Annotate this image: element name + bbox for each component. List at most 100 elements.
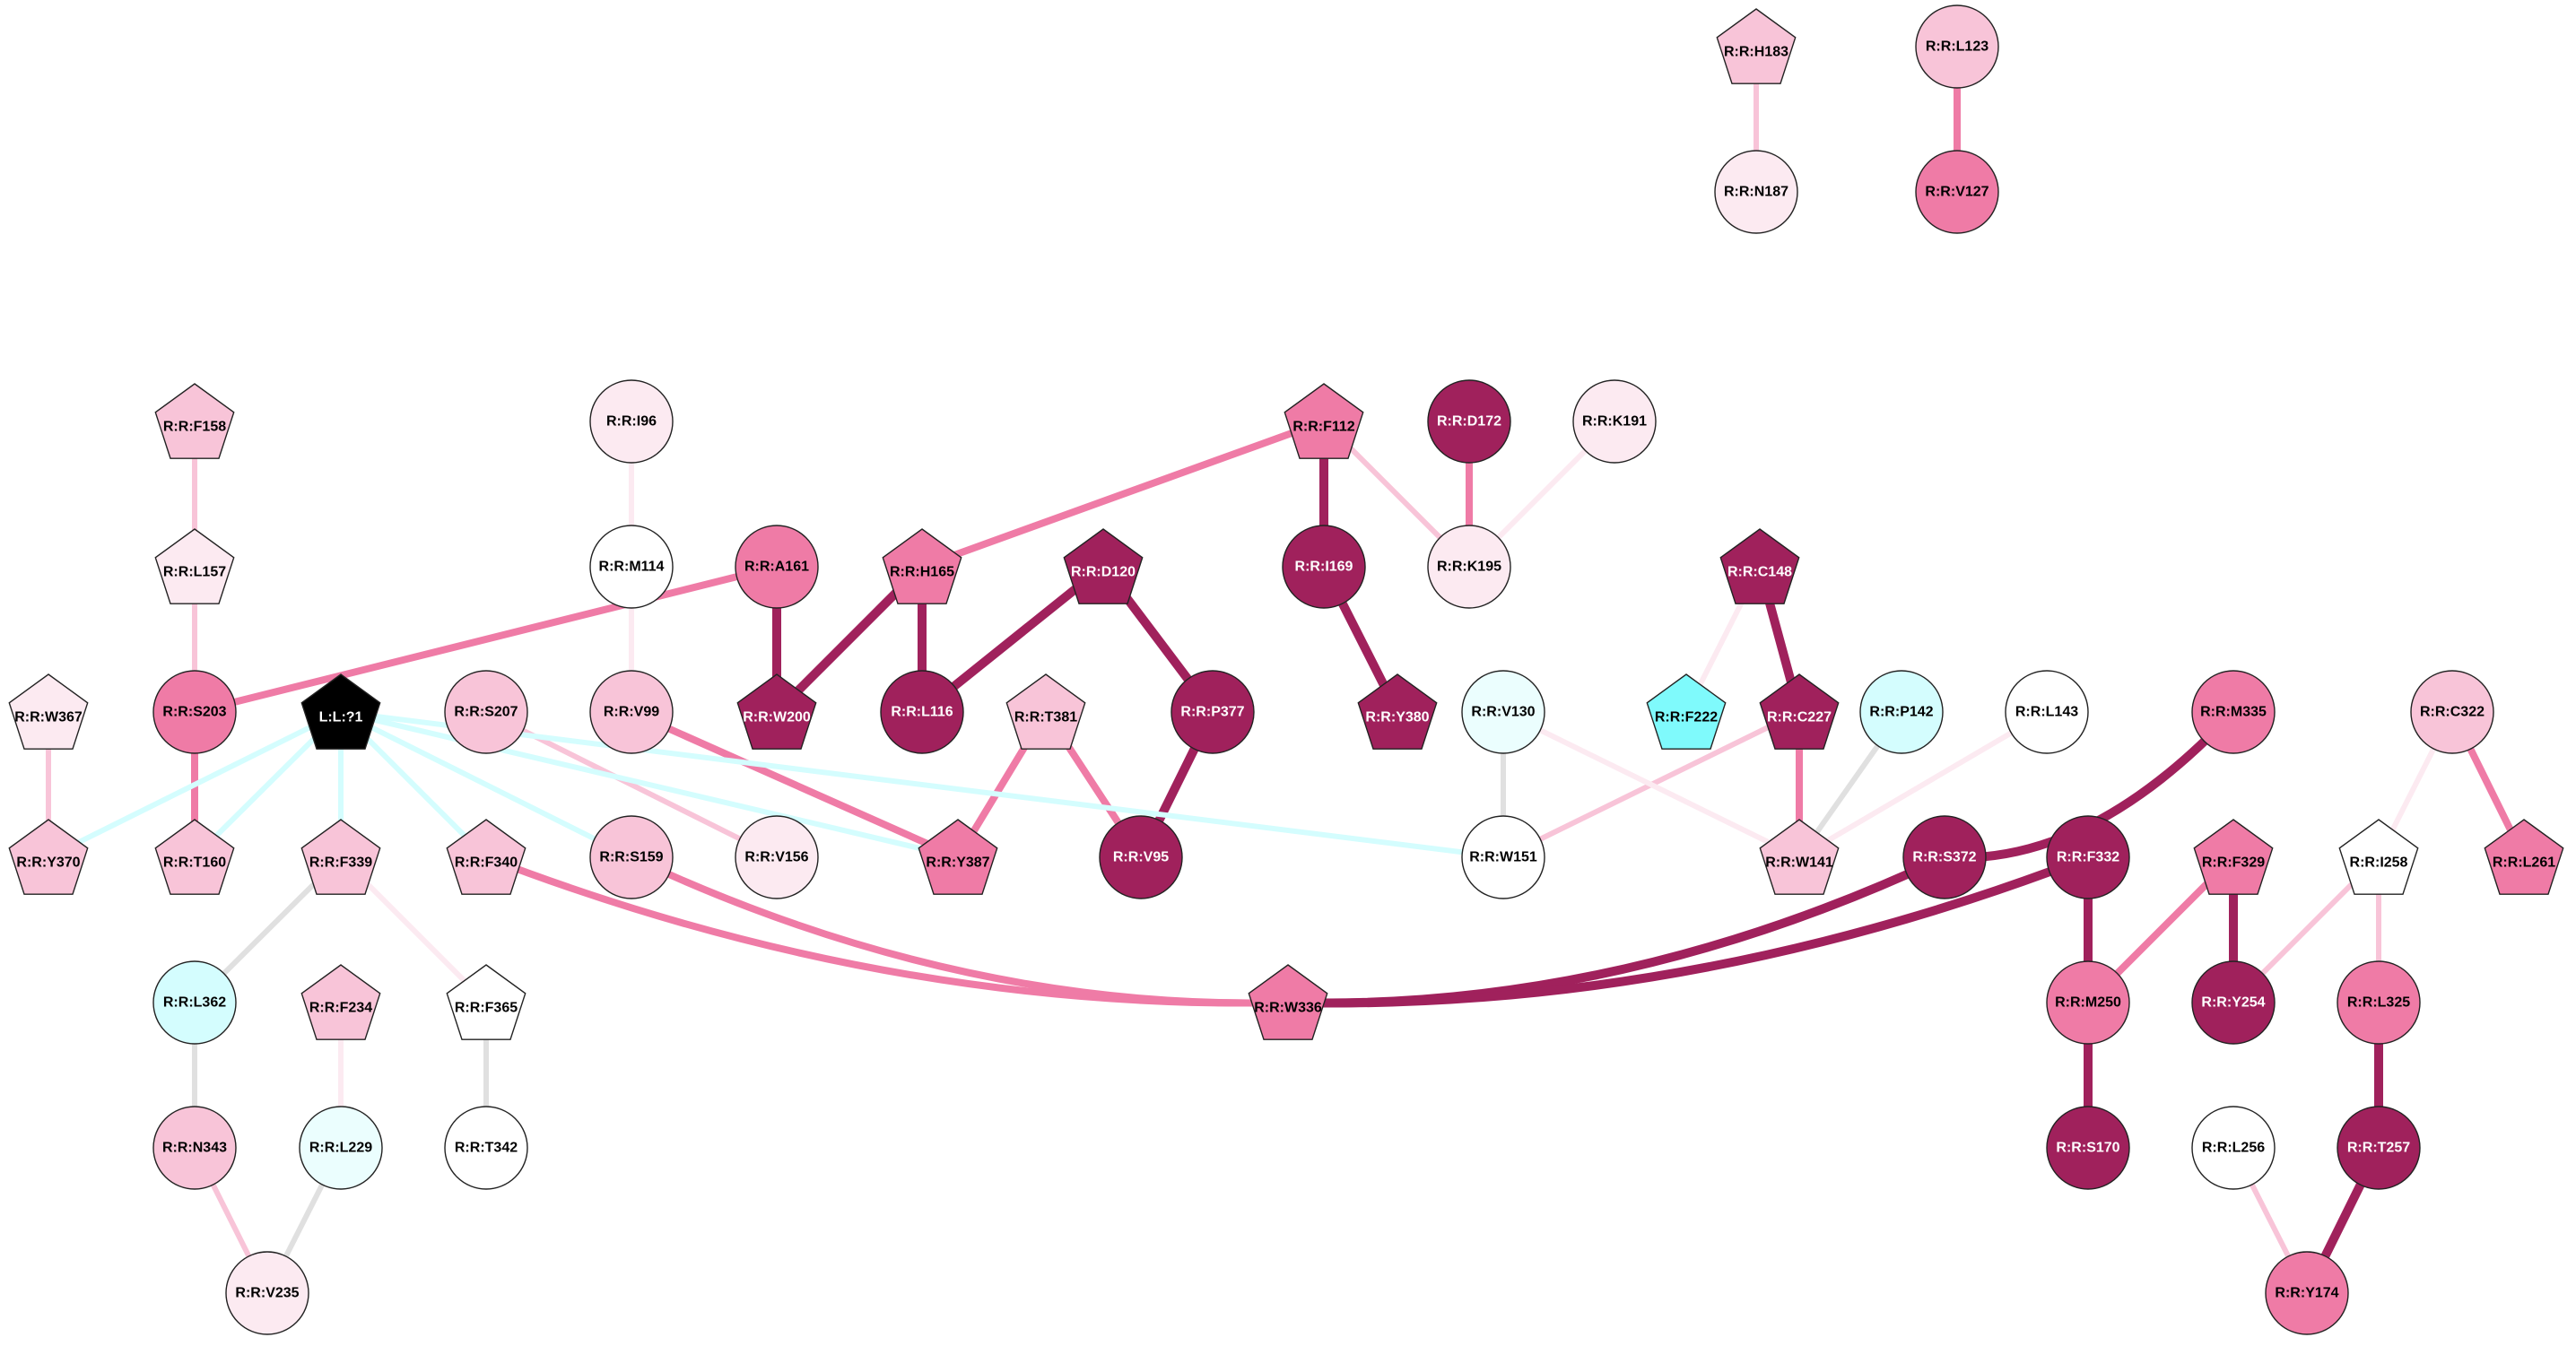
circle-node-shape (2191, 960, 2276, 1045)
circle-node-shape (2265, 1251, 2349, 1335)
node-r-r-i169[interactable]: R:R:I169 (1282, 525, 1366, 609)
circle-node-shape (2410, 670, 2494, 754)
circle-node-shape (589, 670, 674, 754)
pentagon-node-shape (918, 819, 998, 895)
node-r-r-w141[interactable]: R:R:W141 (1759, 819, 1840, 895)
node-r-r-s203[interactable]: R:R:S203 (152, 670, 237, 754)
edge-l1-y387 (338, 709, 961, 860)
circle-node-shape (1171, 670, 1255, 754)
circle-node-shape (1427, 525, 1511, 609)
node-r-r-m114[interactable]: R:R:M114 (589, 525, 674, 609)
node-r-r-l143[interactable]: R:R:L143 (2005, 670, 2089, 754)
pentagon-node-shape (1716, 8, 1797, 84)
node-r-r-i258[interactable]: R:R:I258 (2338, 819, 2419, 895)
pentagon-node-shape (446, 819, 527, 895)
node-r-r-f158[interactable]: R:R:F158 (154, 383, 235, 459)
node-r-r-y254[interactable]: R:R:Y254 (2191, 960, 2276, 1045)
node-r-r-l256[interactable]: R:R:L256 (2191, 1106, 2276, 1190)
circle-node-shape (2191, 670, 2276, 754)
pentagon-node-shape (1719, 528, 1800, 604)
node-r-r-s159[interactable]: R:R:S159 (589, 815, 674, 899)
circle-node-shape (444, 670, 528, 754)
node-r-r-l229[interactable]: R:R:L229 (299, 1106, 383, 1190)
node-r-r-v235[interactable]: R:R:V235 (225, 1251, 309, 1335)
pentagon-node-shape (2484, 819, 2564, 895)
node-r-r-p142[interactable]: R:R:P142 (1859, 670, 1944, 754)
node-r-r-v130[interactable]: R:R:V130 (1461, 670, 1545, 754)
node-r-r-i96[interactable]: R:R:I96 (589, 379, 674, 464)
circle-node-shape (225, 1251, 309, 1335)
node-r-r-t381[interactable]: R:R:T381 (1005, 673, 1086, 750)
node-r-r-s372[interactable]: R:R:S372 (1902, 815, 1987, 899)
node-r-r-d120[interactable]: R:R:D120 (1063, 528, 1144, 604)
pentagon-node-shape (882, 528, 962, 604)
node-r-r-f329[interactable]: R:R:F329 (2193, 819, 2274, 895)
node-r-r-f222[interactable]: R:R:F222 (1646, 673, 1727, 750)
node-r-r-y387[interactable]: R:R:Y387 (918, 819, 998, 895)
pentagon-node-shape (300, 819, 381, 895)
node-r-r-l116[interactable]: R:R:L116 (880, 670, 964, 754)
node-r-r-s170[interactable]: R:R:S170 (2046, 1106, 2130, 1190)
edge-l1-w151 (338, 709, 1506, 860)
node-r-r-h183[interactable]: R:R:H183 (1716, 8, 1797, 84)
node-r-r-d172[interactable]: R:R:D172 (1427, 379, 1511, 464)
circle-node-shape (1915, 4, 1999, 89)
node-r-r-v95[interactable]: R:R:V95 (1099, 815, 1183, 899)
pentagon-node-shape (1005, 673, 1086, 750)
node-r-r-l362[interactable]: R:R:L362 (152, 960, 237, 1045)
node-r-r-c148[interactable]: R:R:C148 (1719, 528, 1800, 604)
node-r-r-y380[interactable]: R:R:Y380 (1357, 673, 1438, 750)
edge-l1-s159 (338, 709, 634, 860)
circle-node-shape (1915, 150, 1999, 234)
node-r-r-n187[interactable]: R:R:N187 (1714, 150, 1798, 234)
node-r-r-c227[interactable]: R:R:C227 (1759, 673, 1840, 750)
node-r-r-s207[interactable]: R:R:S207 (444, 670, 528, 754)
node-r-r-f332[interactable]: R:R:F332 (2046, 815, 2130, 899)
node-r-r-f112[interactable]: R:R:F112 (1284, 383, 1364, 459)
node-r-r-m250[interactable]: R:R:M250 (2046, 960, 2130, 1045)
pentagon-node-shape (300, 964, 381, 1040)
node-r-r-t257[interactable]: R:R:T257 (2337, 1106, 2421, 1190)
circle-node-shape (2046, 815, 2130, 899)
node-r-r-v156[interactable]: R:R:V156 (735, 815, 819, 899)
circle-node-shape (1427, 379, 1511, 464)
node-r-r-k191[interactable]: R:R:K191 (1572, 379, 1657, 464)
circle-node-shape (1461, 670, 1545, 754)
pentagon-node-shape (1759, 673, 1840, 750)
edge-l1-y370 (46, 709, 344, 860)
node-r-r-h165[interactable]: R:R:H165 (882, 528, 962, 604)
node-r-r-n343[interactable]: R:R:N343 (152, 1106, 237, 1190)
edge-l143-w141 (1797, 709, 2049, 860)
edge-v99-y387 (628, 708, 962, 861)
node-r-r-l123[interactable]: R:R:L123 (1915, 4, 1999, 89)
node-r-r-y174[interactable]: R:R:Y174 (2265, 1251, 2349, 1335)
node-r-r-v99[interactable]: R:R:V99 (589, 670, 674, 754)
pentagon-node-shape (2193, 819, 2274, 895)
circle-node-shape (589, 525, 674, 609)
pentagon-node-shape (154, 528, 235, 604)
node-r-r-t342[interactable]: R:R:T342 (444, 1106, 528, 1190)
node-r-r-l261[interactable]: R:R:L261 (2484, 819, 2564, 895)
edge-f332-w336 (1284, 853, 2093, 1008)
circle-node-shape (2005, 670, 2089, 754)
pentagon-node-shape (1063, 528, 1144, 604)
node-r-r-l325[interactable]: R:R:L325 (2337, 960, 2421, 1045)
node-r-r-w367[interactable]: R:R:W367 (8, 673, 89, 750)
circle-node-shape (1902, 815, 1987, 899)
node-r-r-m335[interactable]: R:R:M335 (2191, 670, 2276, 754)
node-r-r-l157[interactable]: R:R:L157 (154, 528, 235, 604)
circle-node-shape (2337, 960, 2421, 1045)
node-r-r-w151[interactable]: R:R:W151 (1461, 815, 1545, 899)
node-r-r-w336[interactable]: R:R:W336 (1248, 964, 1328, 1040)
node-r-r-a161[interactable]: R:R:A161 (735, 525, 819, 609)
pentagon-node-shape (1284, 383, 1364, 459)
node-r-r-k195[interactable]: R:R:K195 (1427, 525, 1511, 609)
circle-node-shape (2046, 960, 2130, 1045)
node-r-r-c322[interactable]: R:R:C322 (2410, 670, 2494, 754)
node-r-r-p377[interactable]: R:R:P377 (1171, 670, 1255, 754)
node-r-r-v127[interactable]: R:R:V127 (1915, 150, 1999, 234)
node-r-r-f339[interactable]: R:R:F339 (300, 819, 381, 895)
node-r-r-f234[interactable]: R:R:F234 (300, 964, 381, 1040)
node-r-r-y370[interactable]: R:R:Y370 (8, 819, 89, 895)
